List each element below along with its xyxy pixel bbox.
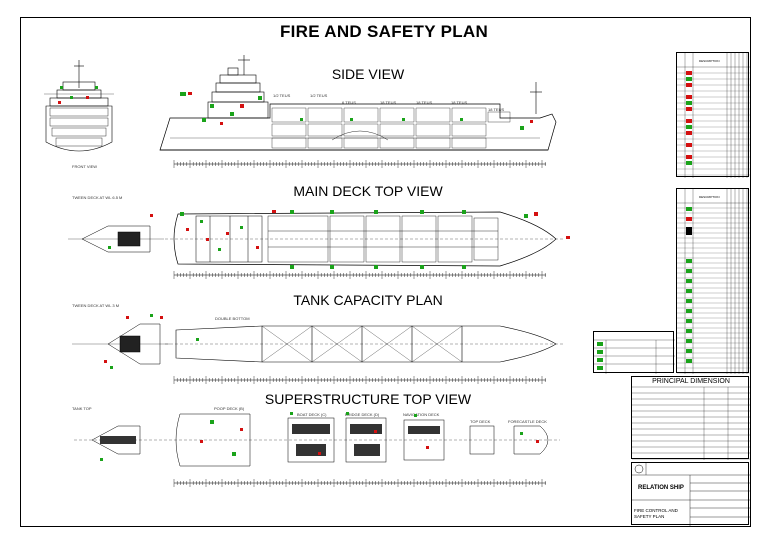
teu-tag: 18 TEUS: [380, 100, 397, 105]
tweendeck-b-drawing: [72, 323, 170, 365]
section-title-superstructure: SUPERSTRUCTURE TOP VIEW: [264, 391, 472, 407]
project-name: RELATION SHIP: [638, 485, 684, 491]
teu-tag: 1/2 TEUS: [273, 93, 291, 98]
main-deck-symbols: [108, 210, 570, 269]
main-deck-hull: [165, 211, 565, 267]
drawing-name: FIRE CONTROL AND SAFETY PLAN: [634, 508, 678, 519]
legend-header: DESCRIPTION: [699, 59, 720, 63]
tweendeck-a-drawing: [68, 225, 164, 253]
tank-top-label: TANK TOP: [72, 406, 92, 411]
front-view-symbols: [60, 86, 98, 99]
side-view-containers: [271, 107, 511, 149]
forecastle-deck-label: FORECASTLE DECK: [508, 419, 547, 424]
superstructure-fill: [100, 424, 440, 456]
poop-deck-label: POOP DECK (B): [214, 406, 245, 411]
tank-plan-symbols: [110, 314, 199, 369]
page-title: FIRE AND SAFETY PLAN: [279, 22, 489, 41]
superstructure-symbols: [100, 412, 539, 461]
logo-icon: [634, 464, 644, 474]
drawing-sheet: [20, 17, 751, 527]
principal-dimension-table: PRINCIPAL DIMENSION: [631, 376, 750, 460]
main-deck-accommodation: [195, 215, 263, 263]
notes-table: [593, 331, 675, 374]
tweendeck-b-label: TWEEN DECK AT WL 3 M: [72, 303, 120, 308]
side-view-fire-symbols: [180, 92, 533, 130]
section-title-side-view: SIDE VIEW: [331, 66, 405, 82]
front-view-label: FRONT VIEW: [72, 164, 98, 169]
top-deck-label: TOP DECK: [470, 419, 491, 424]
superstructure-decks: [74, 413, 560, 467]
boat-deck-label: BOAT DECK (C): [297, 412, 327, 417]
side-view-superstructure: [207, 55, 542, 119]
teu-tag: 18 TEUS: [451, 100, 468, 105]
ruler-ticks: [173, 160, 546, 487]
teu-tag: 1/2 TEUS: [310, 93, 328, 98]
teu-tag: 18 TEUS: [488, 107, 505, 112]
navigation-deck-label: NAVIGATION DECK: [403, 412, 440, 417]
double-bottom-label: DOUBLE BOTTOM: [215, 316, 250, 321]
legend-table-top: DESCRIPTION: [676, 52, 750, 178]
teu-tag: 18 TEUS: [416, 100, 433, 105]
section-title-tank-capacity: TANK CAPACITY PLAN: [293, 292, 443, 308]
tank-plan-hull: [165, 325, 565, 363]
title-block: RELATION SHIP FIRE CONTROL AND SAFETY PL…: [631, 462, 750, 526]
front-view-drawing: [44, 60, 114, 152]
principal-dimension-title: PRINCIPAL DIMENSION: [652, 378, 730, 385]
side-view-hull: [159, 103, 557, 151]
section-title-main-deck: MAIN DECK TOP VIEW: [293, 183, 443, 199]
teu-tag: 6 TEUS: [342, 100, 356, 105]
main-deck-hatches: [267, 215, 499, 263]
tweendeck-a-label: TWEEN DECK AT WL 6.5 M: [72, 195, 123, 200]
frame-rulers: [174, 163, 546, 484]
legend-table-bottom: DESCRIPTION: [676, 188, 750, 374]
bridge-deck-label: BRIDGE DECK (D): [345, 412, 380, 417]
legend-header: DESCRIPTION: [699, 195, 720, 199]
